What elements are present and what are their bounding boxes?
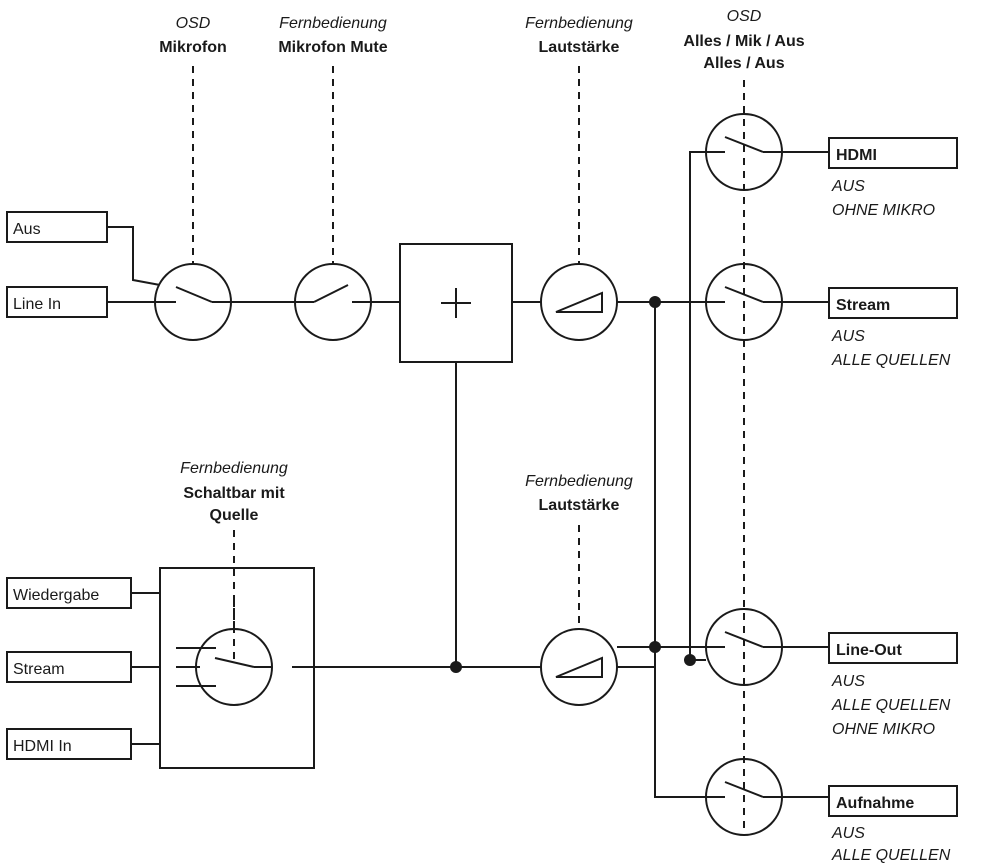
output-stream-box: [828, 287, 958, 319]
remote-mute-title: Mikrofon Mute: [278, 39, 387, 56]
bus-main: [654, 302, 706, 798]
input-aus-label: Aus: [13, 221, 41, 238]
wire-aus: [107, 226, 161, 286]
bus-hdmi: [689, 151, 706, 660]
remote-volume-caption: Fernbedienung: [525, 15, 633, 32]
input-aus-box: [6, 211, 108, 243]
output-hdmi-label: HDMI: [836, 147, 877, 164]
output-lineout-opt-3: OHNE MIKRO: [832, 721, 935, 738]
remote-volume2-caption: Fernbedienung: [525, 473, 633, 490]
remote-source-title-1: Schaltbar mit: [183, 485, 285, 502]
output-aufnahme-box: [828, 785, 958, 817]
output-lineout-opt-1: AUS: [831, 673, 865, 690]
output-stream-opt-1: AUS: [831, 328, 865, 345]
junction-1: [649, 296, 661, 308]
output-hdmi-box: [828, 137, 958, 169]
output-stream-opt-2: ALLE QUELLEN: [831, 352, 951, 369]
volume-ramp-icon: [555, 291, 603, 313]
junction-4: [450, 661, 462, 673]
output-hdmi-opt-2: OHNE MIKRO: [832, 202, 935, 219]
input-line-in-label: Line In: [13, 296, 61, 313]
input-line-in-box: [6, 286, 108, 318]
output-lineout-box: [828, 632, 958, 664]
remote-volume-title: Lautstärke: [539, 39, 620, 56]
output-lineout-label: Line-Out: [836, 642, 902, 659]
input-stream-label: Stream: [13, 661, 65, 678]
input-wiedergabe-label: Wiedergabe: [13, 587, 99, 604]
output-hdmi-opt-1: AUS: [831, 178, 865, 195]
output-lineout-opt-2: ALLE QUELLEN: [831, 697, 951, 714]
output-aufnahme-opt-2: ALLE QUELLEN: [831, 847, 951, 864]
output-aufnahme-opt-1: AUS: [831, 825, 865, 842]
input-hdmi-in-label: HDMI In: [13, 738, 72, 755]
input-stream-box: [6, 651, 132, 683]
osd-all-caption: OSD: [727, 8, 762, 25]
osd-all-title-1: Alles / Mik / Aus: [683, 33, 804, 50]
output-stream-label: Stream: [836, 297, 890, 314]
remote-source-caption: Fernbedienung: [180, 460, 288, 477]
osd-all-title-2: Alles / Aus: [703, 55, 784, 72]
remote-volume2-title: Lautstärke: [539, 497, 620, 514]
osd-mic-title: Mikrofon: [159, 39, 227, 56]
osd-mic-caption: OSD: [176, 15, 211, 32]
output-aufnahme-label: Aufnahme: [836, 795, 914, 812]
remote-mute-caption: Fernbedienung: [279, 15, 387, 32]
volume-ramp-icon-2: [555, 656, 603, 678]
remote-source-title-2: Quelle: [210, 507, 259, 524]
